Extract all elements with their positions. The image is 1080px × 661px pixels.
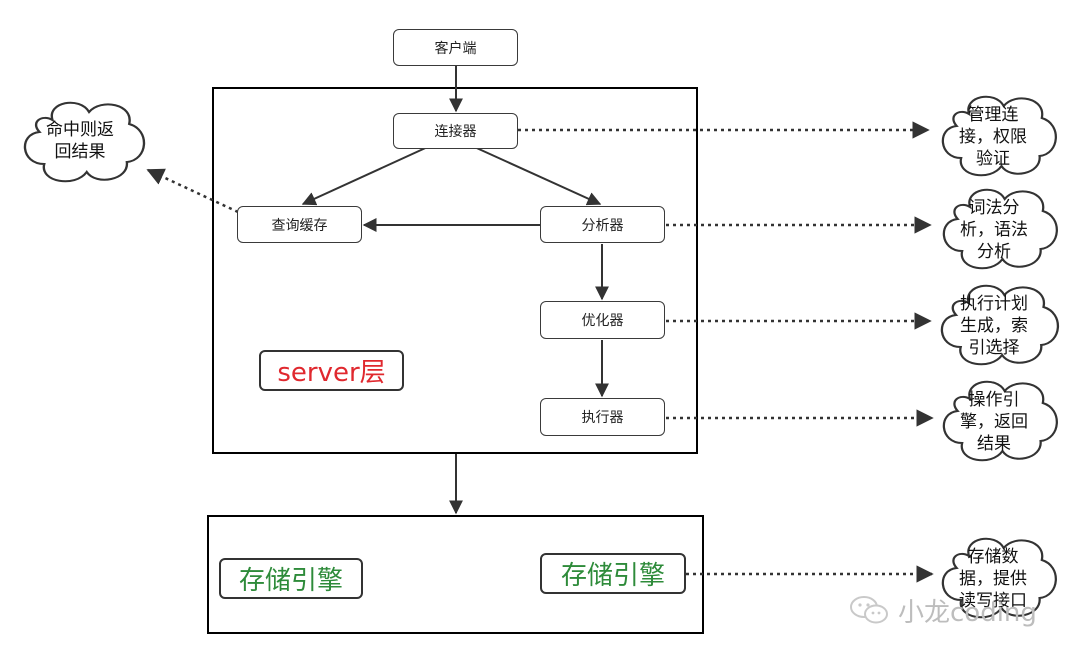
storage-engine-label-right: 存储引擎	[540, 553, 686, 594]
arrow-connector-cache	[301, 144, 433, 206]
watermark-text: 小龙coding	[898, 597, 1037, 628]
client-node: 客户端	[393, 29, 518, 66]
note-engine: 存储数 据，提供 读写接口	[959, 547, 1027, 611]
query-cache-node: 查询缓存	[237, 206, 362, 243]
connector-node: 连接器	[393, 113, 518, 149]
storage-engine-label-left: 存储引擎	[219, 558, 363, 599]
server-layer-label: server层	[259, 350, 404, 391]
optimizer-node: 优化器	[540, 301, 665, 339]
watermark: 小龙coding	[848, 590, 1058, 630]
note-optimizer: 执行计划 生成，索 引选择	[960, 294, 1028, 358]
arrow-connector-analyzer	[469, 144, 602, 206]
note-analyzer: 词法分 析，语法 分析	[960, 198, 1028, 262]
note-connector: 管理连 接，权限 验证	[959, 105, 1027, 169]
analyzer-node: 分析器	[540, 206, 665, 243]
note-executor: 操作引 擎，返回 结果	[960, 390, 1028, 454]
note-cache-hit: 命中则返 回结果	[46, 120, 114, 162]
dotted-cache-note	[146, 168, 239, 214]
wechat-icon	[850, 596, 888, 624]
executor-node: 执行器	[540, 398, 665, 436]
